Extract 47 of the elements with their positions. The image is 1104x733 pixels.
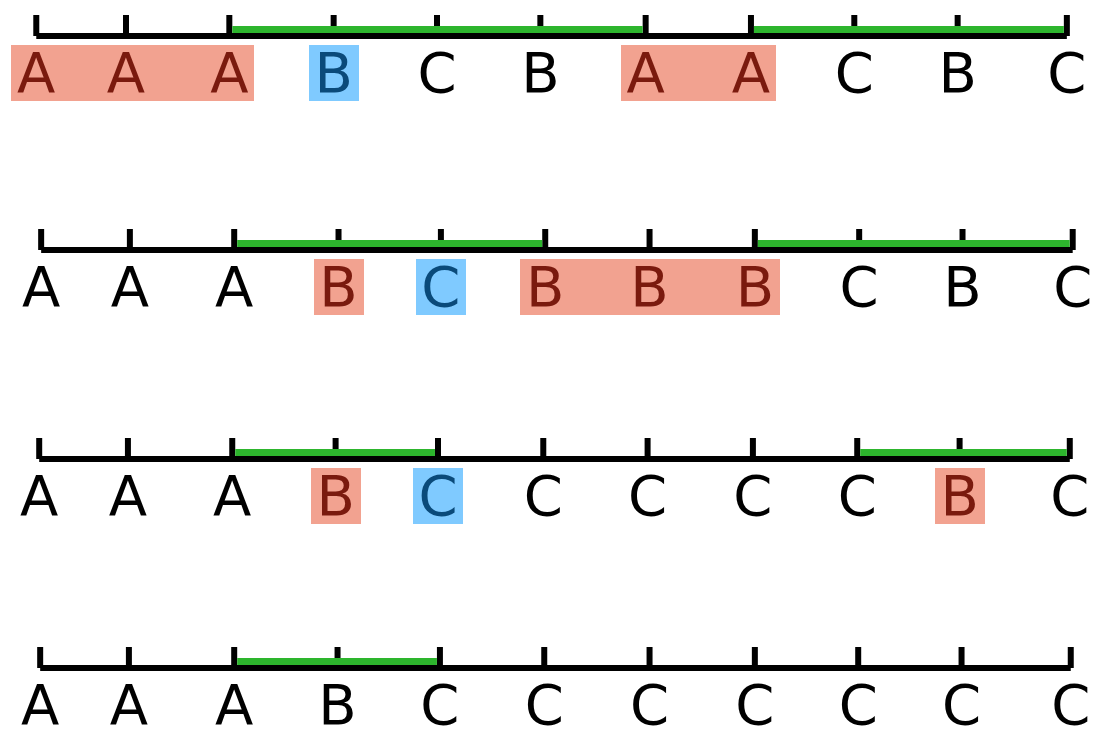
letter: C xyxy=(419,677,461,733)
letter: A xyxy=(212,468,253,524)
letter: B xyxy=(525,259,566,315)
letter: B xyxy=(734,259,776,315)
letter: A xyxy=(109,259,151,315)
letter: B xyxy=(317,677,358,733)
letter: C xyxy=(1046,45,1088,101)
letter: A xyxy=(19,468,60,524)
letter: A xyxy=(730,45,772,101)
highlight-box xyxy=(620,45,776,101)
letter: B xyxy=(315,468,356,524)
highlight-box xyxy=(520,259,780,315)
letter: C xyxy=(416,45,458,101)
letter: C xyxy=(420,259,462,315)
letter: C xyxy=(523,677,565,733)
letter: A xyxy=(108,677,150,733)
letter: C xyxy=(522,468,564,524)
letter: A xyxy=(20,677,61,733)
letter: B xyxy=(942,259,983,315)
letter: C xyxy=(627,468,669,524)
letter: C xyxy=(837,677,879,733)
letter: C xyxy=(1049,468,1091,524)
letter: A xyxy=(214,259,255,315)
letter: A xyxy=(214,677,255,733)
letter: B xyxy=(937,45,978,101)
letter: B xyxy=(939,468,980,524)
letter: C xyxy=(732,468,774,524)
letter: C xyxy=(941,677,983,733)
letter: C xyxy=(833,45,875,101)
letter: C xyxy=(417,468,459,524)
letter: C xyxy=(838,259,880,315)
letter: C xyxy=(836,468,878,524)
letter: C xyxy=(1052,259,1094,315)
letter: B xyxy=(313,45,354,101)
letter: C xyxy=(629,677,671,733)
letter: B xyxy=(629,259,670,315)
letter: A xyxy=(625,45,666,101)
letter: A xyxy=(209,45,250,101)
letter: A xyxy=(105,45,147,101)
letter: C xyxy=(1050,677,1092,733)
letter: B xyxy=(520,45,561,101)
letter: A xyxy=(21,259,62,315)
letter: A xyxy=(16,45,57,101)
letter: B xyxy=(318,259,359,315)
highlight-box xyxy=(11,45,255,101)
letter: A xyxy=(107,468,149,524)
letter: C xyxy=(734,677,776,733)
